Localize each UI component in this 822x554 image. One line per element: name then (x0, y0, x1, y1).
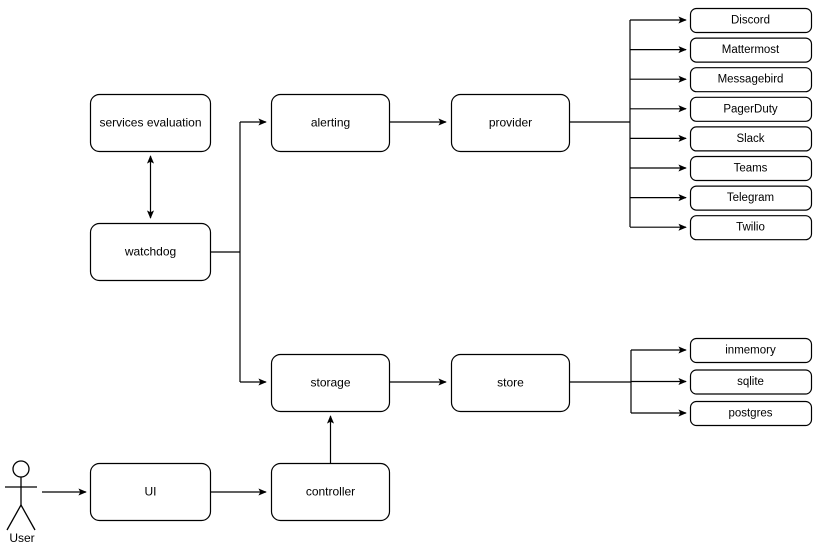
store-leaf-group: inmemory sqlite postgres (631, 337, 813, 427)
store-leaf-label: postgres (728, 408, 772, 420)
store-leaf[interactable]: sqlite (689, 369, 813, 395)
node-ui[interactable]: UI (89, 462, 212, 522)
provider-leaf-box[interactable] (689, 7, 813, 34)
provider-leaf[interactable]: Twilio (689, 215, 813, 241)
provider-leaf-label: Teams (734, 163, 768, 175)
provider-leaf-box[interactable] (689, 37, 813, 63)
node-provider-label: provider (489, 116, 532, 130)
store-leaf[interactable]: inmemory (689, 337, 813, 364)
provider-leaf-label: Twilio (736, 222, 765, 234)
actor-user: User (5, 460, 37, 545)
node-alerting[interactable]: alerting (270, 93, 391, 153)
store-leaf-label: sqlite (737, 376, 764, 388)
node-provider-box[interactable] (450, 93, 571, 153)
provider-leaf[interactable]: Telegram (689, 185, 813, 211)
node-ui-label: UI (145, 485, 157, 499)
provider-leaf[interactable]: Messagebird (689, 67, 813, 93)
node-watchdog-box[interactable] (89, 222, 212, 282)
provider-leaf[interactable]: Slack (689, 126, 813, 152)
node-controller[interactable]: controller (270, 462, 391, 522)
provider-leaf-box[interactable] (689, 67, 813, 93)
node-ui-box[interactable] (89, 462, 212, 522)
actor-left-leg-icon (6, 504, 22, 531)
provider-leaf-label: Slack (736, 133, 764, 145)
node-provider[interactable]: provider (450, 93, 571, 153)
node-watchdog-label: watchdog (124, 245, 176, 259)
provider-leaf-label: Telegram (727, 192, 774, 204)
provider-leaf-label: Messagebird (718, 74, 784, 86)
node-storage[interactable]: storage (270, 353, 391, 413)
provider-leaf-label: Discord (731, 15, 770, 27)
node-services-evaluation-box[interactable] (89, 93, 212, 153)
node-controller-label: controller (306, 485, 355, 499)
node-watchdog[interactable]: watchdog (89, 222, 212, 282)
node-controller-box[interactable] (270, 462, 391, 522)
node-services-evaluation[interactable]: services evaluation (89, 93, 212, 153)
node-store-box[interactable] (450, 353, 571, 413)
actor-head-icon (12, 460, 30, 478)
provider-leaf-group: DiscordMattermostMessagebirdPagerDutySla… (630, 7, 813, 241)
provider-leaf-box[interactable] (689, 155, 813, 182)
provider-leaf-label: Mattermost (722, 44, 780, 56)
node-services-evaluation-label: services evaluation (99, 116, 201, 130)
store-leaf-box[interactable] (689, 400, 813, 427)
provider-leaf-label: PagerDuty (723, 103, 778, 115)
store-leaf-label: inmemory (725, 345, 776, 357)
node-storage-box[interactable] (270, 353, 391, 413)
actor-label: User (9, 531, 34, 545)
provider-leaf[interactable]: Discord (689, 7, 813, 34)
node-alerting-label: alerting (311, 116, 350, 130)
node-alerting-box[interactable] (270, 93, 391, 153)
actor-right-leg-icon (20, 504, 36, 531)
store-leaf[interactable]: postgres (689, 400, 813, 427)
provider-leaf-box[interactable] (689, 96, 813, 122)
provider-leaf[interactable]: Teams (689, 155, 813, 182)
provider-leaf-box[interactable] (689, 126, 813, 152)
provider-leaf-box[interactable] (689, 185, 813, 211)
provider-leaf[interactable]: PagerDuty (689, 96, 813, 122)
node-store[interactable]: store (450, 353, 571, 413)
store-leaf-box[interactable] (689, 369, 813, 395)
node-store-label: store (497, 376, 524, 390)
provider-leaf[interactable]: Mattermost (689, 37, 813, 63)
store-leaf-box[interactable] (689, 337, 813, 364)
provider-leaf-box[interactable] (689, 215, 813, 241)
node-storage-label: storage (310, 376, 350, 390)
